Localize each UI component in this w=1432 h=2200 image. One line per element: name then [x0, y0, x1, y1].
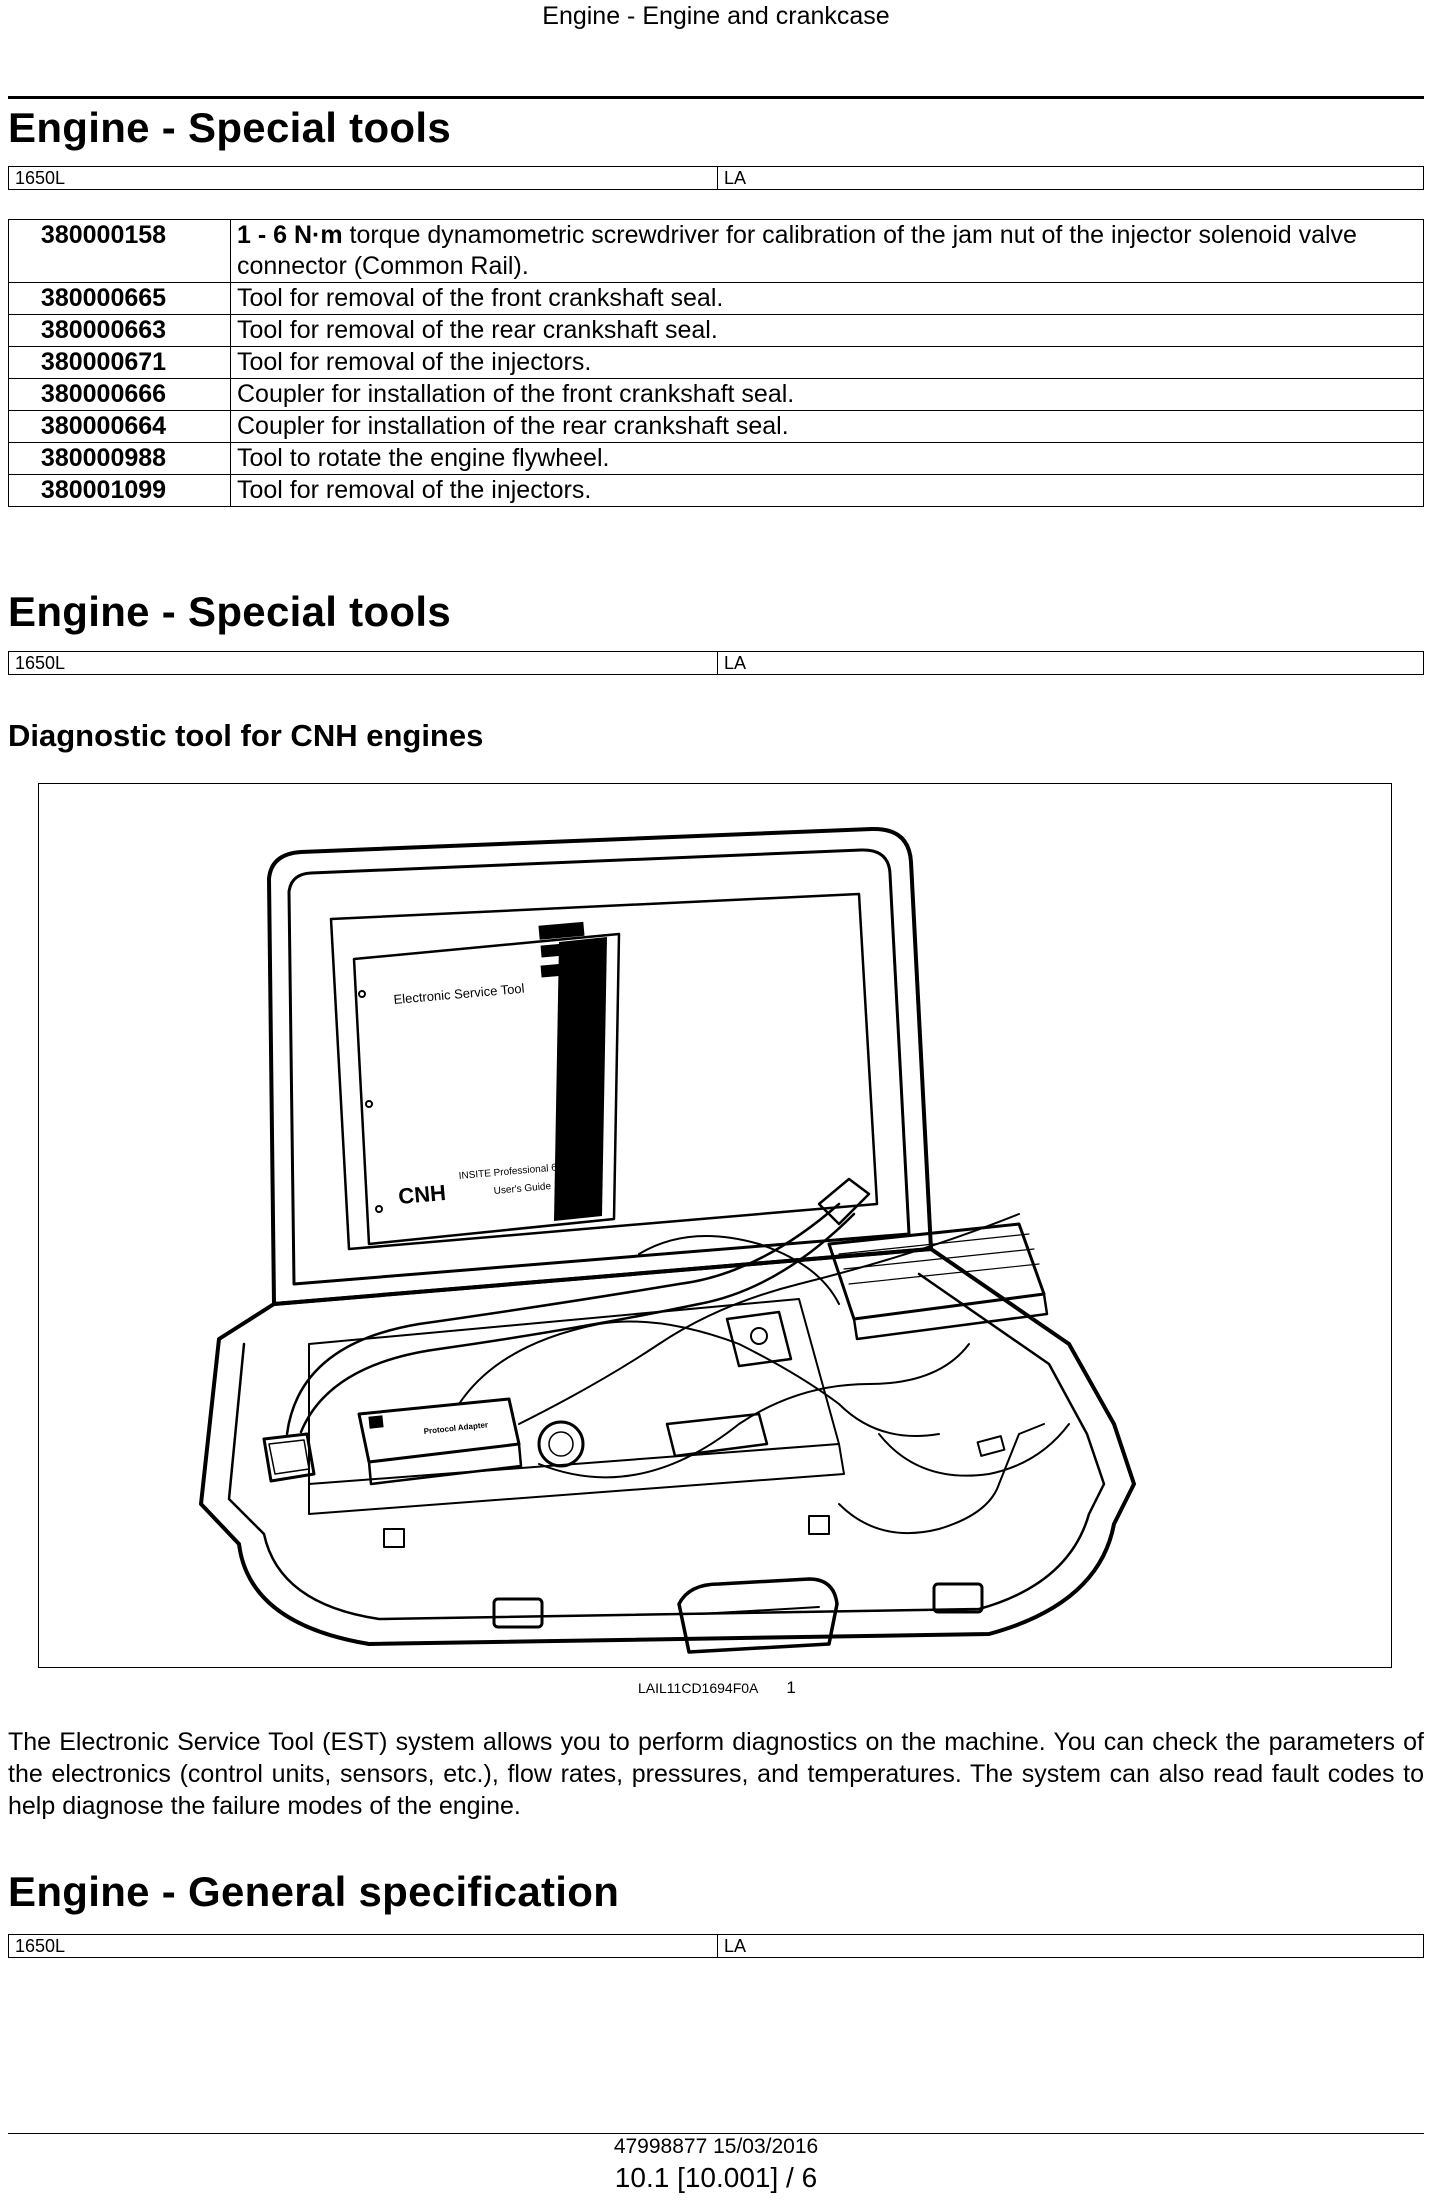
- manual-guide-text: User's Guide: [493, 1181, 552, 1197]
- tool-code: 380000988: [8, 442, 231, 475]
- tool-description: Tool for removal of the injectors.: [230, 474, 1424, 507]
- tool-code: 380000666: [8, 378, 231, 411]
- description-text: Coupler for installation of the front cr…: [237, 380, 795, 408]
- region-cell: LA: [724, 168, 747, 188]
- case-handle: [677, 1577, 839, 1654]
- tool-code: 380000671: [8, 346, 231, 379]
- est-case-illustration: Electronic Service Tool INSITE Professio…: [199, 826, 1136, 1654]
- description-text: Tool for removal of the injectors.: [237, 476, 592, 504]
- description-text: Tool to rotate the engine flywheel.: [237, 444, 610, 472]
- tool-description: Tool for removal of the injectors.: [230, 346, 1424, 379]
- tool-code: 380000663: [8, 314, 231, 347]
- region-cell: LA: [724, 653, 747, 673]
- diagnostic-tool-figure: Electronic Service Tool INSITE Professio…: [38, 783, 1392, 1668]
- tool-description: Tool for removal of the rear crankshaft …: [230, 314, 1424, 347]
- tool-description: Coupler for installation of the rear cra…: [230, 410, 1424, 443]
- running-header: Engine - Engine and crankcase: [542, 2, 890, 30]
- page-reference: 10.1 [10.001] / 6: [614, 2162, 818, 2193]
- serial-connector: [262, 1432, 316, 1483]
- figure-code: LAIL11CD1694F0A: [638, 1680, 759, 1696]
- tool-code: 380000665: [8, 282, 231, 315]
- case-base: [199, 1247, 1136, 1646]
- model-bar-2: 1650L LA: [8, 651, 1424, 675]
- header-rule: [8, 96, 1424, 99]
- description-text: Coupler for installation of the rear cra…: [237, 412, 789, 440]
- model-bar: 1650L LA: [8, 166, 1424, 190]
- description-text: Tool for removal of the front crankshaft…: [237, 284, 724, 312]
- description-text: Tool for removal of the rear crankshaft …: [237, 316, 718, 344]
- description-text: torque dynamometric screwdriver for cali…: [237, 221, 1357, 280]
- tool-code: 380001099: [8, 474, 231, 507]
- section-title-special-tools-2: Engine - Special tools: [8, 588, 452, 635]
- tool-description: Tool to rotate the engine flywheel.: [230, 442, 1424, 475]
- description-text: Tool for removal of the injectors.: [237, 348, 592, 376]
- figure-caption: LAIL11CD1694F0A 1: [638, 1678, 796, 1698]
- subsection-title: Diagnostic tool for CNH engines: [8, 718, 484, 753]
- model-cell: 1650L: [9, 652, 718, 674]
- section-title-general-spec: Engine - General specification: [8, 1868, 620, 1915]
- footer-rule: [8, 2133, 1424, 2134]
- region-cell: LA: [724, 1936, 747, 1956]
- section-title-special-tools: Engine - Special tools: [8, 104, 452, 151]
- body-paragraph: The Electronic Service Tool (EST) system…: [8, 1728, 1424, 1820]
- tool-description: Coupler for installation of the front cr…: [230, 378, 1424, 411]
- tool-description: 1 - 6 N·m torque dynamometric screwdrive…: [230, 219, 1424, 283]
- model-bar-3: 1650L LA: [8, 1934, 1424, 1958]
- model-cell: 1650L: [9, 1935, 718, 1957]
- manual-subtitle-text: INSITE Professional 6.3: [458, 1162, 566, 1182]
- adapter-label-text: Protocol Adapter: [423, 1420, 488, 1436]
- manual-booklet: [352, 932, 621, 1246]
- tool-code: 380000158: [8, 219, 231, 283]
- figure-number: 1: [786, 1678, 796, 1697]
- cnh-logo-text: CNH: [397, 1180, 447, 1209]
- manual-title-text: Electronic Service Tool: [393, 981, 525, 1007]
- tool-description: Tool for removal of the front crankshaft…: [230, 282, 1424, 315]
- tool-code: 380000664: [8, 410, 231, 443]
- cable-bundle: [285, 1202, 841, 1436]
- torque-range: 1 - 6 N·m: [237, 221, 343, 249]
- model-cell: 1650L: [9, 167, 718, 189]
- document-id: 47998877 15/03/2016: [613, 2135, 819, 2158]
- case-lid: [267, 826, 933, 1306]
